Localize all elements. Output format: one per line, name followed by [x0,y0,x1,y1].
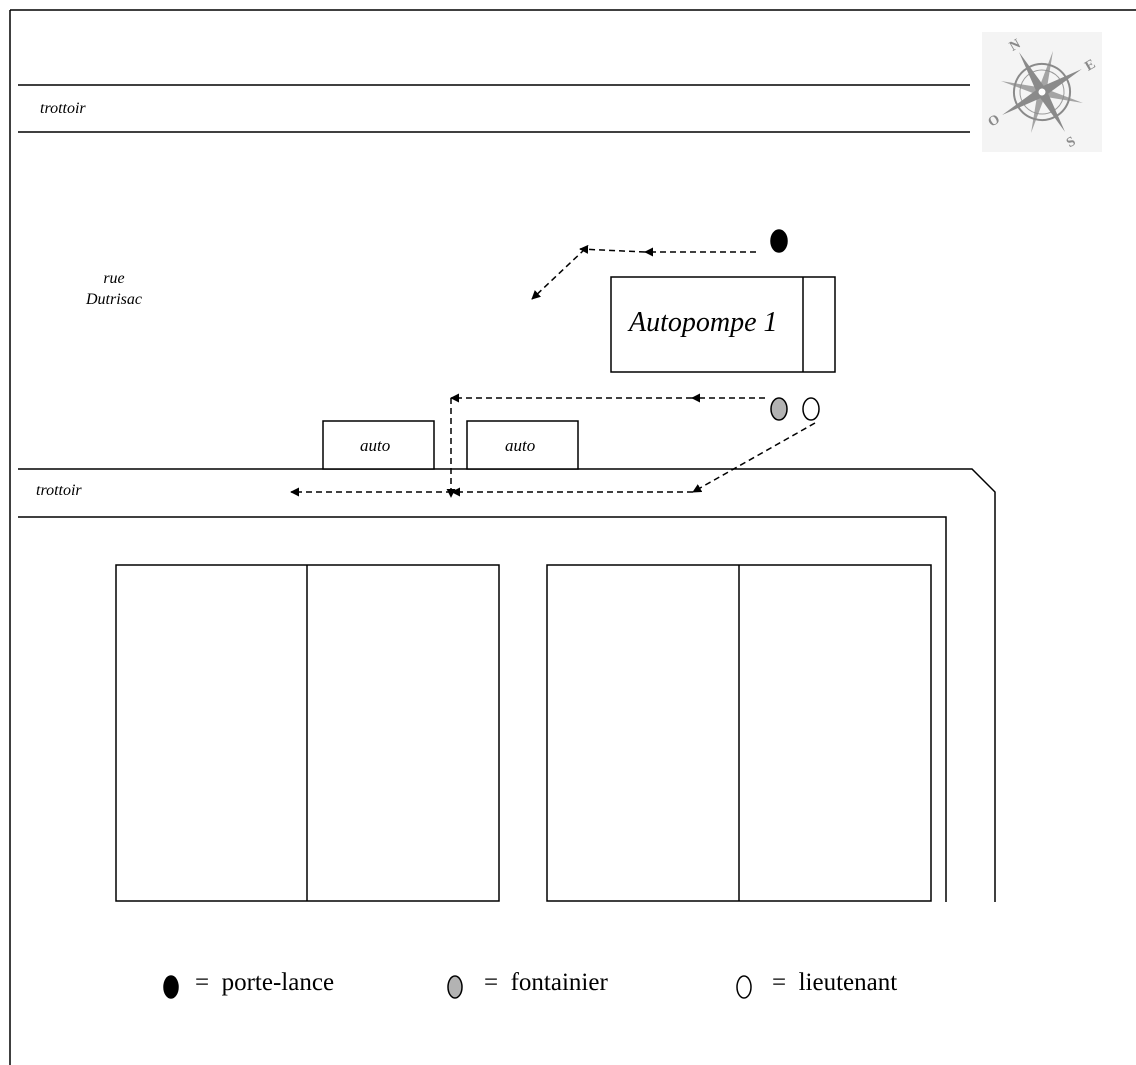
path-porte-lance-3 [531,248,586,300]
top-sidewalk-label: trottoir [40,100,86,117]
legend-equals: = [772,969,787,996]
movement-paths [290,244,816,498]
building-right [546,564,932,902]
legend-label-porte-lance: porte-lance [221,969,335,996]
legend-label-fontainier: fontainier [510,969,608,996]
porte-lance-marker [770,229,788,253]
car-left [322,420,435,470]
compass-rose: N E S O [982,31,1102,152]
legend-equals: = [195,969,210,996]
legend-equals: = [484,969,499,996]
car-right [466,420,579,470]
fontainier-marker [770,397,788,421]
street-name-line-2: Dutrisac [86,291,142,308]
legend-symbol-lieutenant [736,975,752,999]
car-right-label: auto [505,436,536,455]
legend-symbol-porte-lance [163,975,179,999]
top-sidewalk [18,84,970,133]
bottom-sidewalk-label: trottoir [36,482,82,499]
legend-label-lieutenant: lieutenant [798,969,898,996]
street-name-line-1: rue [103,270,125,287]
truck-label: Autopompe 1 [629,307,778,338]
legend-item-lieutenant: = lieutenant [772,970,897,995]
path-porte-lance-2 [579,244,646,254]
car-left-label: auto [360,436,391,455]
lieutenant-marker [802,397,820,421]
fire-truck [610,276,836,373]
legend-item-porte-lance: = porte-lance [195,970,334,995]
legend-symbol-fontainier [447,975,463,999]
bottom-sidewalk [18,468,996,902]
path-lieutenant-1 [692,422,816,493]
legend-item-fontainier: = fontainier [484,970,608,995]
street-name: rue Dutrisac [64,268,164,310]
building-left [115,564,500,902]
page-border [9,9,1136,1065]
